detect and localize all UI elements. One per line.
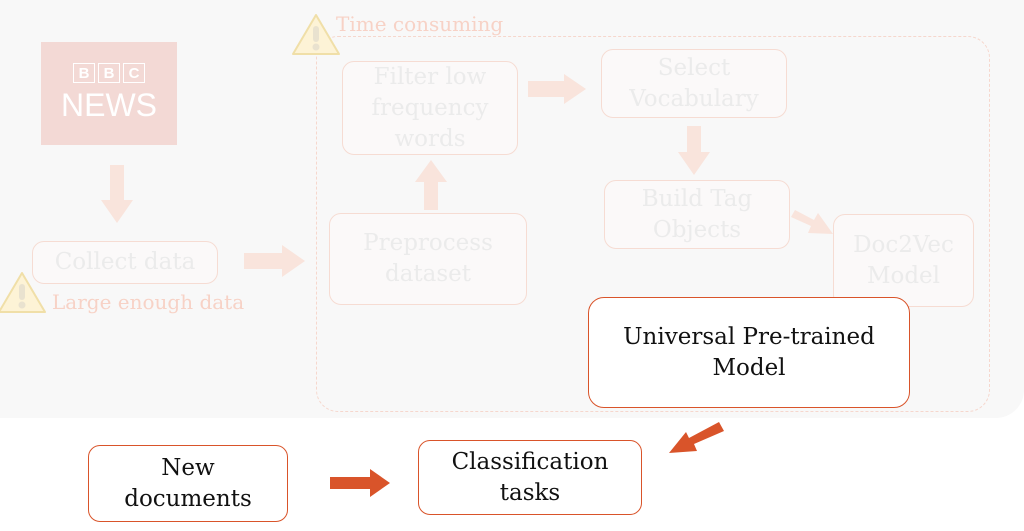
bbc-letters: B B C — [73, 63, 145, 83]
step-build-tag-objects: Build Tag Objects — [604, 180, 790, 249]
step-universal-pretrained-model: Universal Pre-trained Model — [588, 297, 910, 408]
process-group-dashed-border — [316, 36, 990, 412]
warning-icon-left — [0, 272, 46, 313]
bbc-news-logo: B B C NEWS — [41, 42, 177, 145]
arrow-collect-to-preprocess — [244, 245, 305, 277]
step-classification-tasks: Classification tasks — [418, 440, 642, 515]
logo-news-text: NEWS — [61, 87, 157, 123]
step-doc2vec-model: Doc2Vec Model — [833, 214, 974, 307]
logo-letter-b2: B — [98, 63, 120, 83]
warning-time-consuming-label: Time consuming — [336, 12, 504, 36]
warning-large-data-label: Large enough data — [52, 290, 245, 314]
arrow-filter-to-select — [528, 74, 586, 104]
arrow-buildtag-to-doc2vec — [791, 210, 833, 234]
arrow-newdocs-to-classification — [330, 469, 390, 497]
arrow-logo-to-collect — [101, 165, 133, 223]
step-collect-data: Collect data — [32, 241, 218, 284]
step-new-documents: New documents — [88, 445, 288, 522]
step-select-vocabulary: Select Vocabulary — [601, 49, 787, 118]
logo-letter-c: C — [123, 63, 145, 83]
logo-letter-b1: B — [73, 63, 95, 83]
arrow-pretrained-to-classification — [669, 422, 724, 453]
step-preprocess-dataset: Preprocess dataset — [329, 213, 527, 305]
step-filter-low-frequency: Filter low frequency words — [342, 61, 518, 155]
arrow-select-to-buildtag — [678, 126, 710, 175]
arrow-preprocess-to-filter — [415, 160, 447, 210]
warning-icon-top — [292, 14, 340, 55]
